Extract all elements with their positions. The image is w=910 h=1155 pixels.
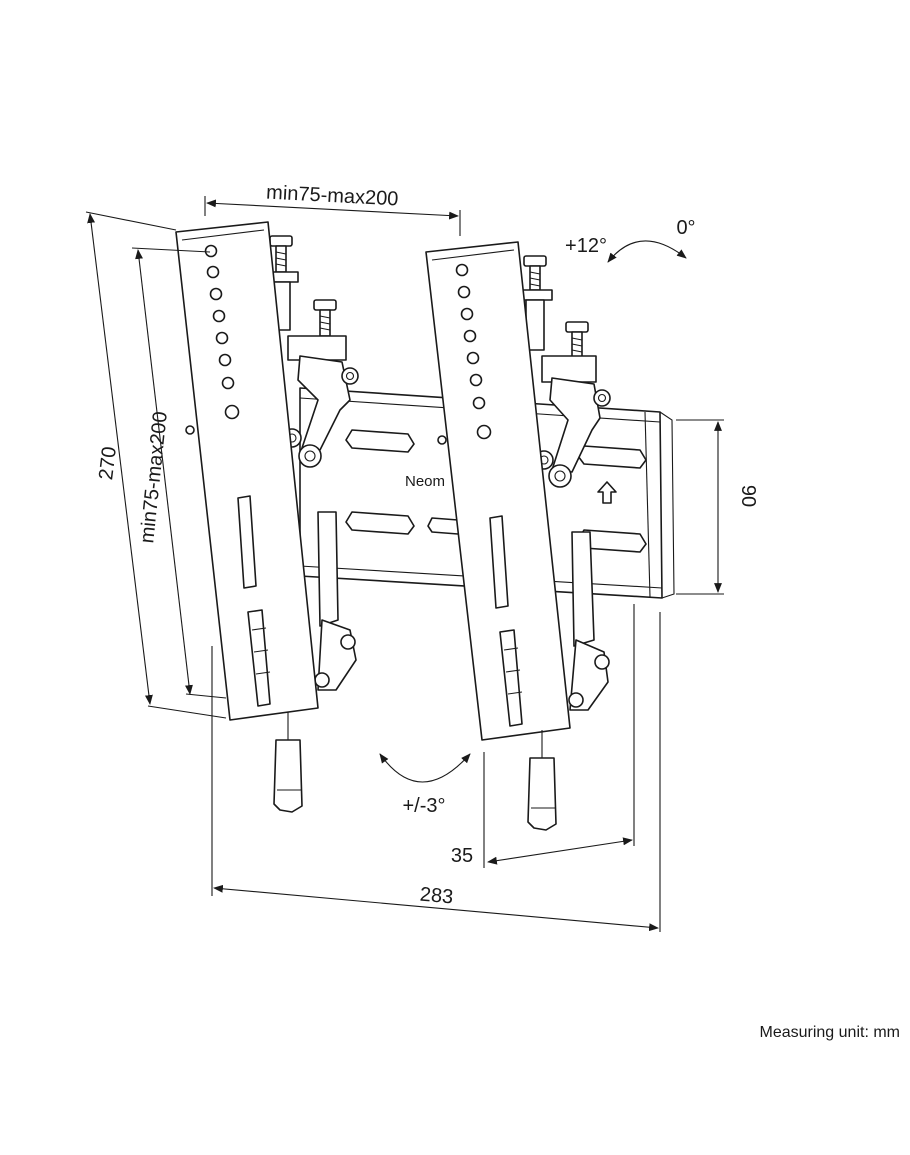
- tilt-max-label: +12°: [565, 235, 607, 257]
- right-rail: [425, 241, 571, 741]
- vertical-range-label: min75-max200: [136, 410, 172, 544]
- total-width-label: 283: [419, 884, 454, 909]
- tilt-arrow: [607, 240, 687, 263]
- right-screws: [519, 255, 597, 383]
- swivel-arrow: [379, 753, 471, 783]
- swivel-label: +/-3°: [402, 795, 445, 817]
- left-rail-holes: [204, 244, 240, 420]
- up-arrow-icon: [597, 481, 617, 504]
- left-rail: [175, 221, 319, 721]
- depth-label: 35: [451, 845, 473, 867]
- plate-height-label: 90: [737, 485, 759, 507]
- right-rail-holes: [455, 263, 492, 440]
- dimension-lines: [85, 196, 724, 932]
- tilt-min-label: 0°: [676, 217, 695, 239]
- right-safety-knob: [527, 757, 557, 831]
- top-width-label: min75-max200: [266, 182, 399, 211]
- left-bracket: [175, 221, 359, 813]
- right-arm: [437, 377, 611, 711]
- left-arm: [185, 355, 359, 691]
- brand-label: Neom: [405, 473, 445, 490]
- right-bracket: [425, 241, 611, 831]
- measuring-unit-note: Measuring unit: mm: [759, 1024, 901, 1041]
- left-safety-knob: [273, 739, 303, 813]
- total-height-label: 270: [95, 445, 121, 481]
